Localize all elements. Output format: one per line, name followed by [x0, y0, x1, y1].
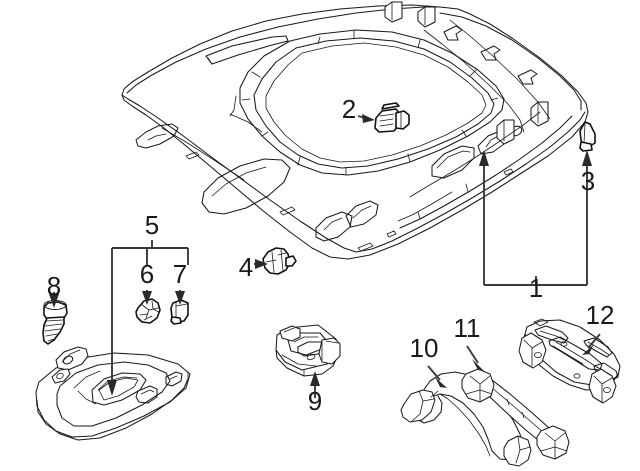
leader-7: [175, 290, 185, 305]
callout-label-10: 10: [410, 333, 439, 363]
part-visor-retainer-clip: [262, 247, 297, 275]
callout-label-5: 5: [145, 210, 159, 240]
callout-label-3: 3: [581, 166, 595, 196]
leader-10: [427, 365, 447, 388]
callout-label-7: 7: [173, 259, 187, 289]
leader-2: [357, 114, 375, 123]
part-headliner-assembly: [121, 1, 589, 260]
part-roof-trim-clip: [579, 121, 596, 152]
callout-label-4: 4: [239, 252, 253, 282]
leader-12: [582, 333, 601, 355]
part-sun-visor-assembly: [35, 346, 191, 441]
part-dome-lamp: [275, 324, 341, 377]
callout-label-9: 9: [308, 386, 322, 416]
leader-6: [142, 290, 152, 305]
part-visor-support-clip: [170, 299, 189, 325]
callout-label-11: 11: [454, 313, 481, 343]
callout-label-8: 8: [47, 271, 61, 301]
leader-1: [479, 150, 588, 286]
leader-9: [310, 371, 320, 398]
part-sunroof-clip: [374, 102, 410, 133]
part-assist-grip-bracket: [518, 318, 621, 404]
leader-8: [49, 292, 59, 308]
leader-3: [582, 150, 592, 205]
part-visor-hook-bracket: [135, 298, 161, 324]
callout-label-1: 1: [529, 273, 543, 303]
leader-5: [107, 240, 189, 396]
callout-label-2: 2: [342, 94, 356, 124]
leader-4: [254, 259, 268, 269]
leader-11: [466, 345, 484, 371]
callout-label-12: 12: [586, 300, 615, 330]
callout-label-6: 6: [140, 259, 154, 289]
part-assist-grip: [400, 371, 532, 467]
part-visor-mounting-screw: [42, 299, 68, 345]
part-assist-grip-damper: [461, 368, 570, 460]
